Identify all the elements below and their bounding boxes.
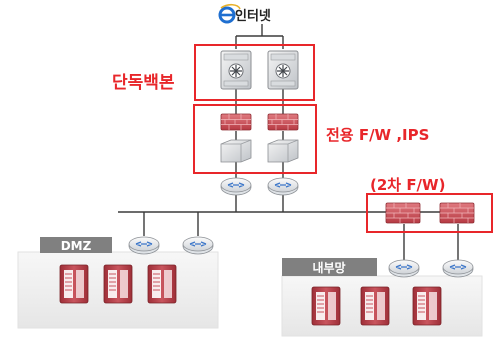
internal-server-3 xyxy=(412,286,442,326)
second-firewall-left xyxy=(385,202,421,224)
fw-ips-group: 전용 F/W ,IPS xyxy=(193,104,429,174)
dmz-zone: DMZ xyxy=(17,236,219,329)
second-fw-group: (2차 F/W) xyxy=(366,176,493,233)
dmz-server-1 xyxy=(59,264,89,304)
backbone-highlight-box xyxy=(194,44,315,101)
internet-node: 인터넷 xyxy=(218,3,271,24)
firewall-right xyxy=(267,113,299,131)
internal-label: 내부망 xyxy=(312,260,345,275)
dmz-label: DMZ xyxy=(61,239,92,253)
internal-router-right xyxy=(442,259,474,278)
internet-label: 인터넷 xyxy=(235,8,271,24)
dmz-server-3 xyxy=(147,264,177,304)
fw-ips-label: 전용 F/W ,IPS xyxy=(326,126,429,144)
second-fw-label: (2차 F/W) xyxy=(370,176,445,194)
dmz-router-right xyxy=(182,236,214,255)
internal-router-left xyxy=(388,259,420,278)
second-firewall-right xyxy=(439,202,475,224)
internal-tag xyxy=(282,258,377,276)
core-router-left xyxy=(220,177,252,196)
second-fw-highlight-box xyxy=(366,193,493,233)
backbone-switch-left xyxy=(220,50,252,90)
dmz-server-2 xyxy=(103,264,133,304)
ips-right xyxy=(267,139,299,163)
firewall-left xyxy=(220,113,252,131)
internal-server-2 xyxy=(360,286,390,326)
fw-ips-highlight-box xyxy=(193,104,317,174)
backbone-switch-right xyxy=(267,50,299,90)
core-router-right xyxy=(267,177,299,196)
ips-left xyxy=(220,139,252,163)
dmz-tag xyxy=(40,237,112,253)
internet-explorer-icon xyxy=(218,3,241,24)
backbone-label: 단독백본 xyxy=(112,73,175,93)
internal-zone: 내부망 xyxy=(281,258,483,337)
backbone-group: 단독백본 xyxy=(112,44,315,101)
dmz-router-left xyxy=(128,236,160,255)
internal-server-1 xyxy=(311,286,341,326)
